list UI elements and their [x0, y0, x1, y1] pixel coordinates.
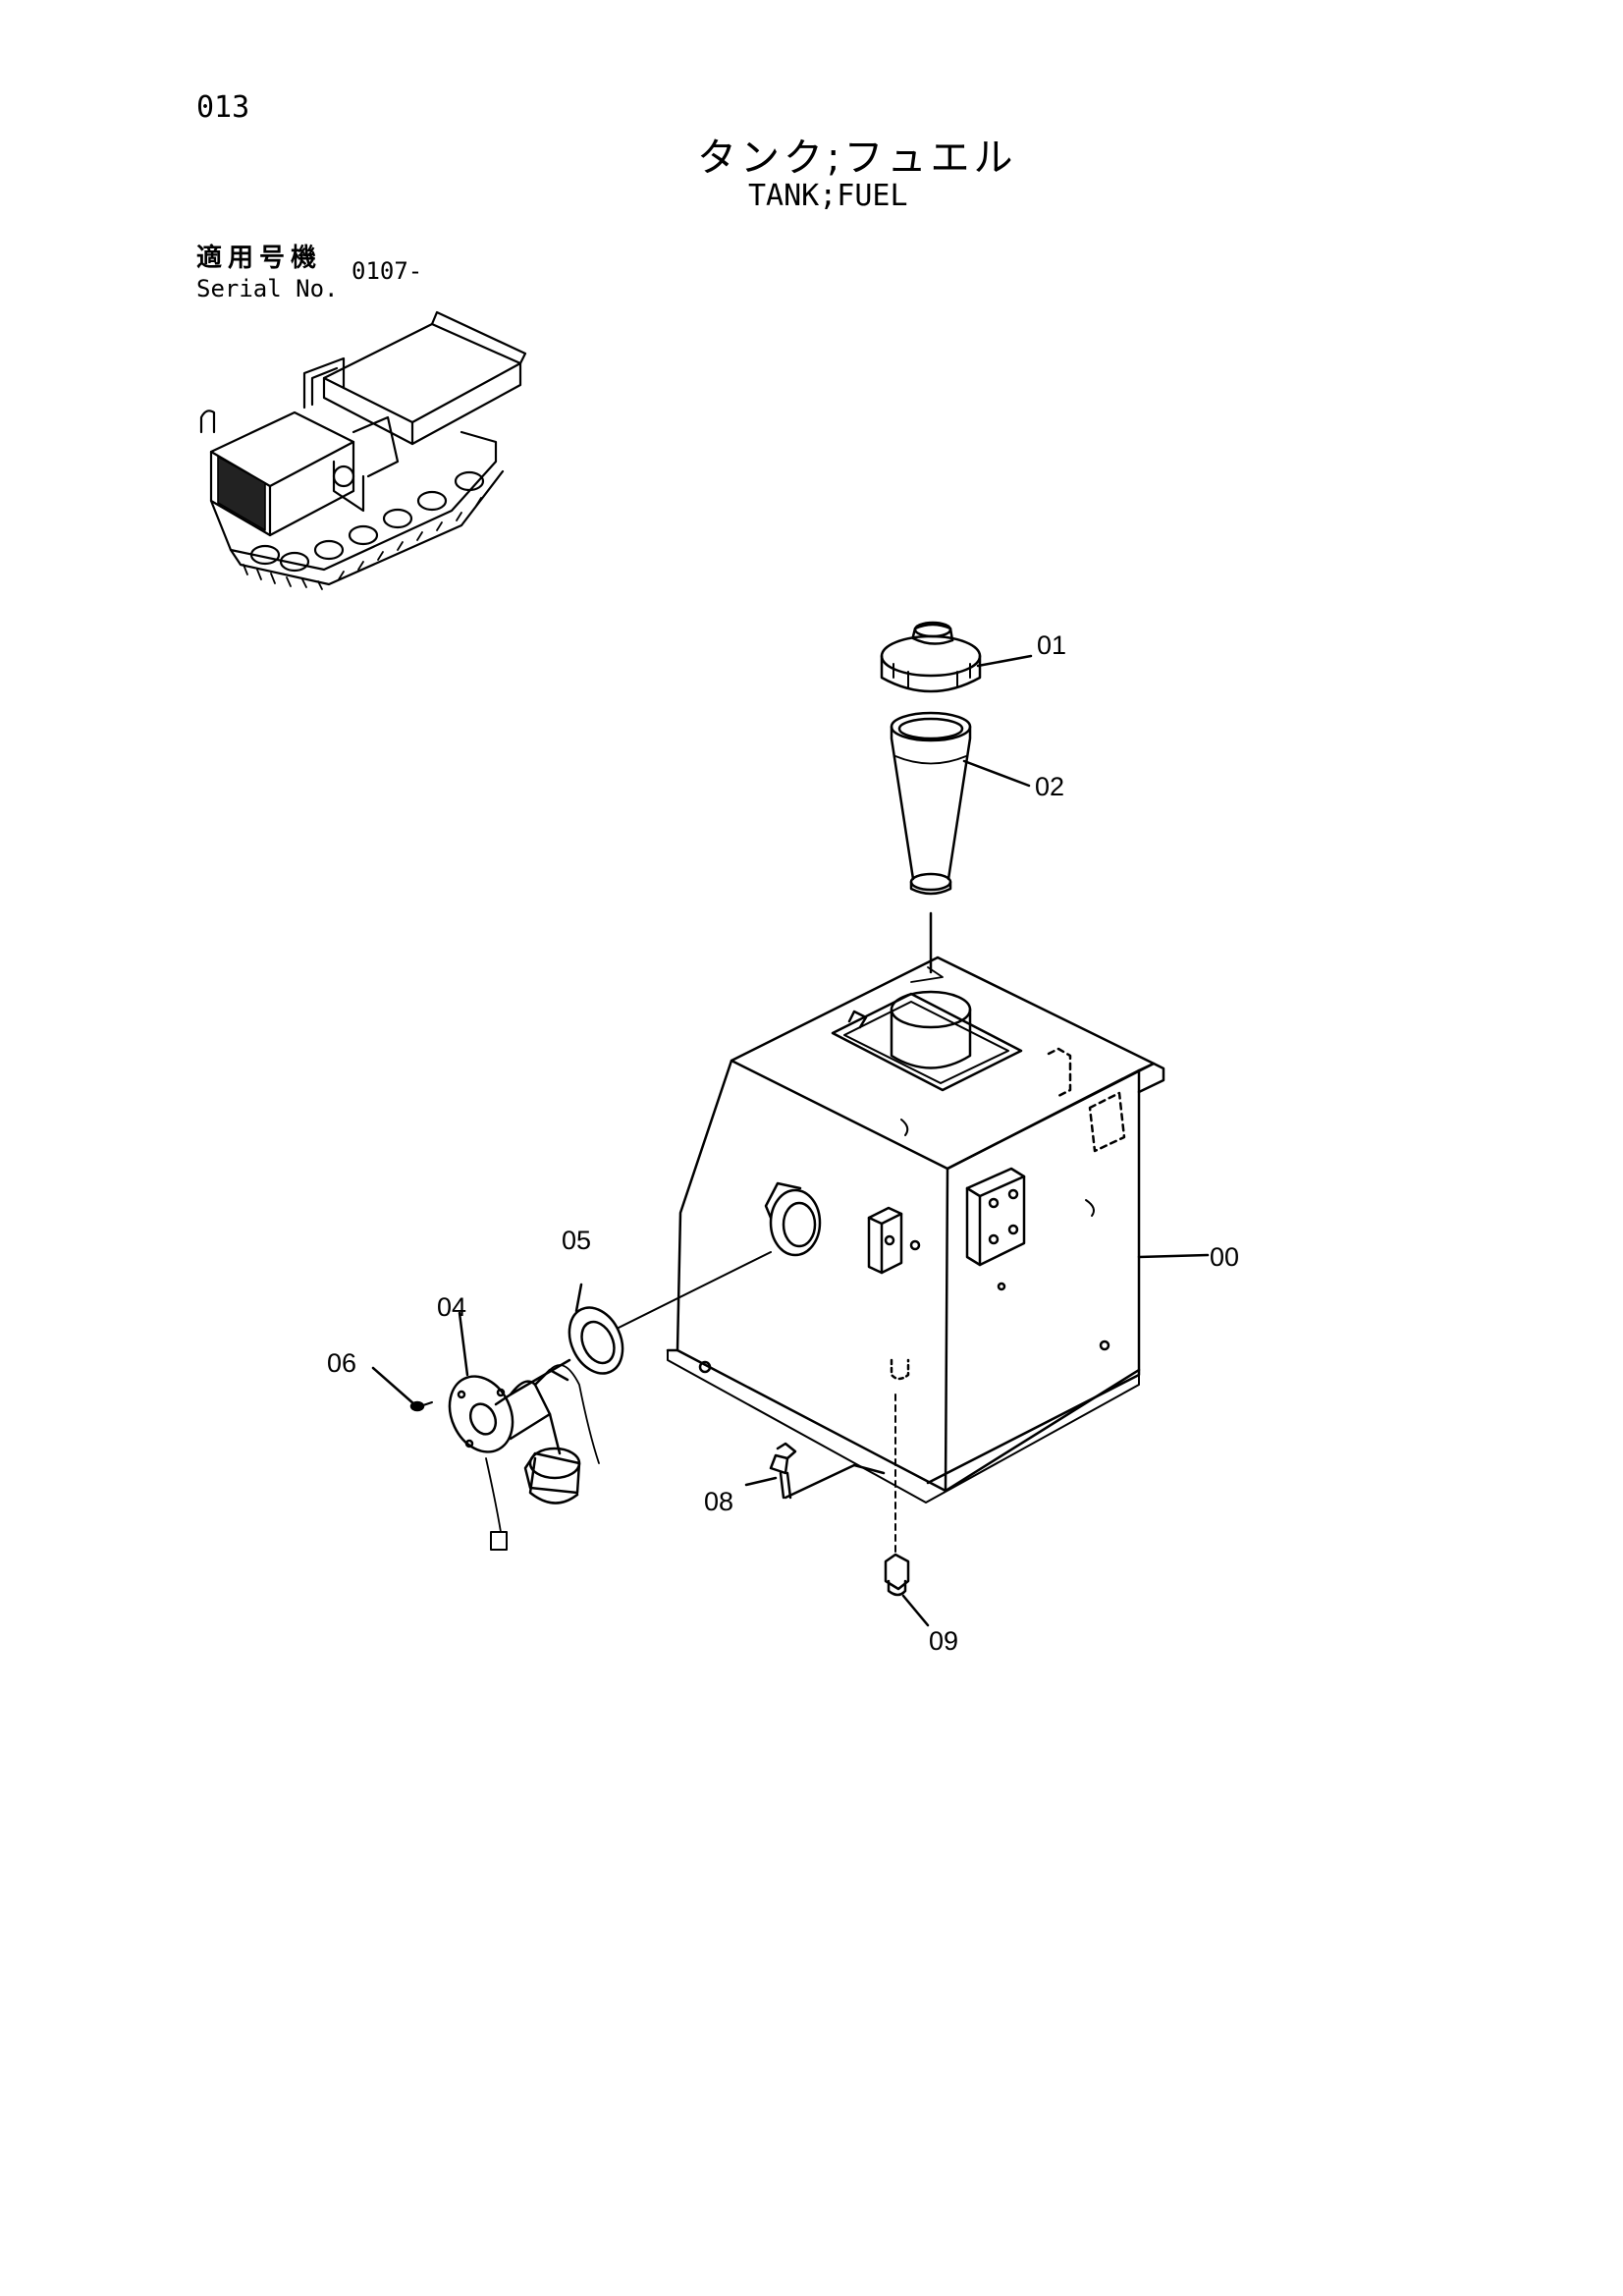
drain-plug-icon — [884, 1394, 930, 1627]
page-title-english: TANK;FUEL — [748, 179, 908, 213]
page-title-japanese: タンク;フュエル — [697, 136, 1017, 181]
callout-part-02: 02 — [1035, 772, 1065, 801]
callout-part-06: 06 — [327, 1348, 357, 1378]
callout-part-00: 00 — [1210, 1242, 1240, 1272]
tracked-carrier-icon — [199, 310, 527, 590]
fuel-sender-icon — [448, 1311, 600, 1551]
gasket-icon — [568, 1251, 772, 1375]
serial-label-japanese: 適用号機 — [196, 244, 323, 273]
callout-part-04: 04 — [437, 1292, 467, 1322]
fuel-cap-icon — [880, 621, 1033, 693]
page-number: 013 — [196, 90, 250, 125]
fuel-tank-icon — [666, 956, 1210, 1503]
serial-label-english: Serial No. — [196, 275, 339, 302]
bolt-icon — [744, 1442, 886, 1500]
callout-part-05: 05 — [562, 1226, 592, 1255]
serial-number-value: 0107- — [352, 257, 423, 285]
callout-part-09: 09 — [929, 1626, 959, 1656]
callout-part-08: 08 — [704, 1487, 734, 1516]
callout-part-01: 01 — [1037, 630, 1067, 660]
screw-icon — [371, 1366, 433, 1412]
strainer-icon — [890, 711, 1031, 896]
